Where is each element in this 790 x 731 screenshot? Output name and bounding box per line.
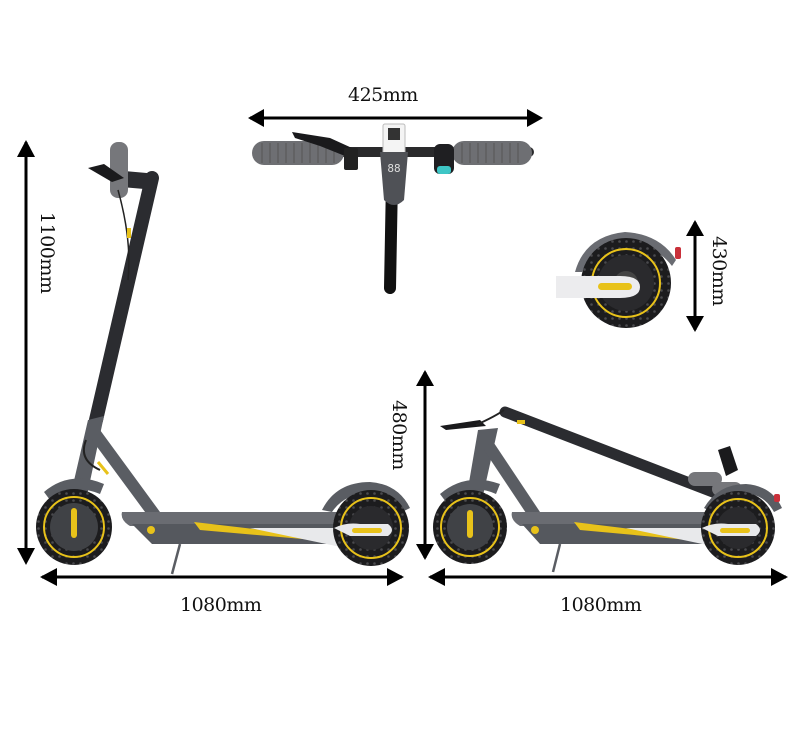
speed-display: 88: [387, 162, 400, 175]
qr-code: [388, 128, 400, 140]
label-unfolded-length: 1080mm: [180, 594, 262, 616]
arrow-folded-length: [428, 568, 788, 586]
grip: [110, 142, 128, 198]
arrow-unfolded-length: [40, 568, 404, 586]
label-handlebar-width: 425mm: [348, 84, 418, 106]
label-total-height: 1100mm: [36, 212, 58, 294]
arrow-folded-height: [416, 370, 434, 560]
left-grip: [252, 141, 344, 165]
throttle-button: [437, 166, 451, 174]
label-wheel-diameter: 430mm: [708, 236, 730, 306]
display-panel: [380, 152, 408, 205]
arrow-total-height: [17, 140, 35, 565]
wheel-detail: [556, 232, 681, 328]
label-folded-height: 480mm: [388, 400, 410, 470]
scooter-folded: [433, 406, 782, 573]
handlebar-top-view: 88: [252, 123, 534, 294]
brake-lever: [292, 132, 352, 156]
arrow-wheel-diameter: [686, 220, 704, 332]
arrow-handlebar-width: [248, 109, 543, 127]
label-folded-length: 1080mm: [560, 594, 642, 616]
scooter-unfolded: [36, 142, 410, 575]
right-grip: [452, 141, 532, 165]
